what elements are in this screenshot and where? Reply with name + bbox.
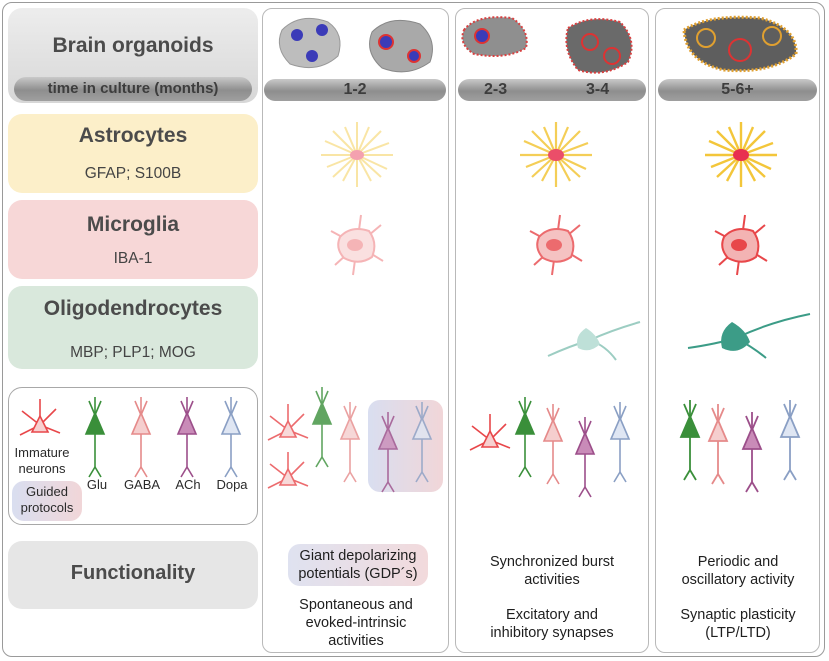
legend-ach-neuron	[177, 396, 197, 478]
organoid-1b	[369, 19, 433, 73]
legend-immature-neuron	[19, 398, 61, 436]
legend-dopa-neuron	[221, 396, 241, 478]
neurons-col1	[267, 386, 432, 493]
astrocyte-col3	[703, 120, 779, 189]
oligodendrocyte-col2	[547, 321, 641, 361]
microglia-box: Microglia IBA-1	[8, 200, 258, 279]
astrocytes-markers: GFAP; S100B	[84, 165, 182, 182]
stage-1-label: 1-2	[343, 81, 367, 98]
neurons-col2	[469, 396, 630, 498]
legend-glu-neuron	[85, 396, 105, 478]
neurons-col3	[680, 399, 800, 493]
gdp-highlight	[288, 544, 428, 586]
oligodendrocytes-markers: MBP; PLP1; MOG	[70, 344, 196, 361]
dopa-label: Dopa	[216, 477, 248, 492]
microglia-col1	[330, 214, 384, 276]
glu-label: Glu	[86, 477, 108, 492]
guided-protocols-highlight	[12, 481, 82, 521]
stage-2b-label: 3-4	[586, 81, 610, 98]
organoids-title: Brain organoids	[52, 34, 214, 57]
oligodendrocyte-col3	[687, 313, 811, 359]
organoid-3	[682, 15, 798, 73]
microglia-col3	[714, 214, 768, 276]
organoid-1a	[278, 17, 341, 69]
astrocytes-title: Astrocytes	[78, 124, 188, 147]
stage-1-pill: 1-2	[264, 79, 446, 101]
functionality-title: Functionality	[70, 562, 196, 584]
functionality-box: Functionality	[8, 541, 258, 609]
organoid-2a	[461, 16, 528, 57]
stage-2-pill: 2-3 3-4	[458, 79, 646, 101]
microglia-col2	[529, 214, 583, 276]
plasticity-text: Synaptic plasticity(LTP/LTD)	[680, 607, 796, 641]
stage-2-label: 2-3	[484, 81, 508, 98]
microglia-title: Microglia	[86, 213, 180, 236]
astrocyte-col1	[320, 121, 394, 188]
legend-gaba-neuron	[131, 396, 151, 478]
astrocyte-col2	[518, 120, 594, 189]
stage-column-2	[455, 8, 649, 653]
organoid-2b	[565, 18, 633, 74]
oligodendrocytes-title: Oligodendrocytes	[43, 297, 223, 320]
gaba-label: GABA	[123, 477, 161, 492]
ach-label: ACh	[175, 477, 201, 492]
astrocytes-box: Astrocytes GFAP; S100B	[8, 114, 258, 193]
stage-3-pill: 5-6+	[658, 79, 817, 101]
time-in-culture-label: time in culture (months)	[14, 77, 252, 101]
microglia-markers: IBA-1	[113, 250, 153, 267]
stage-3-label: 5-6+	[721, 81, 754, 98]
oligodendrocytes-box: Oligodendrocytes MBP; PLP1; MOG	[8, 286, 258, 369]
